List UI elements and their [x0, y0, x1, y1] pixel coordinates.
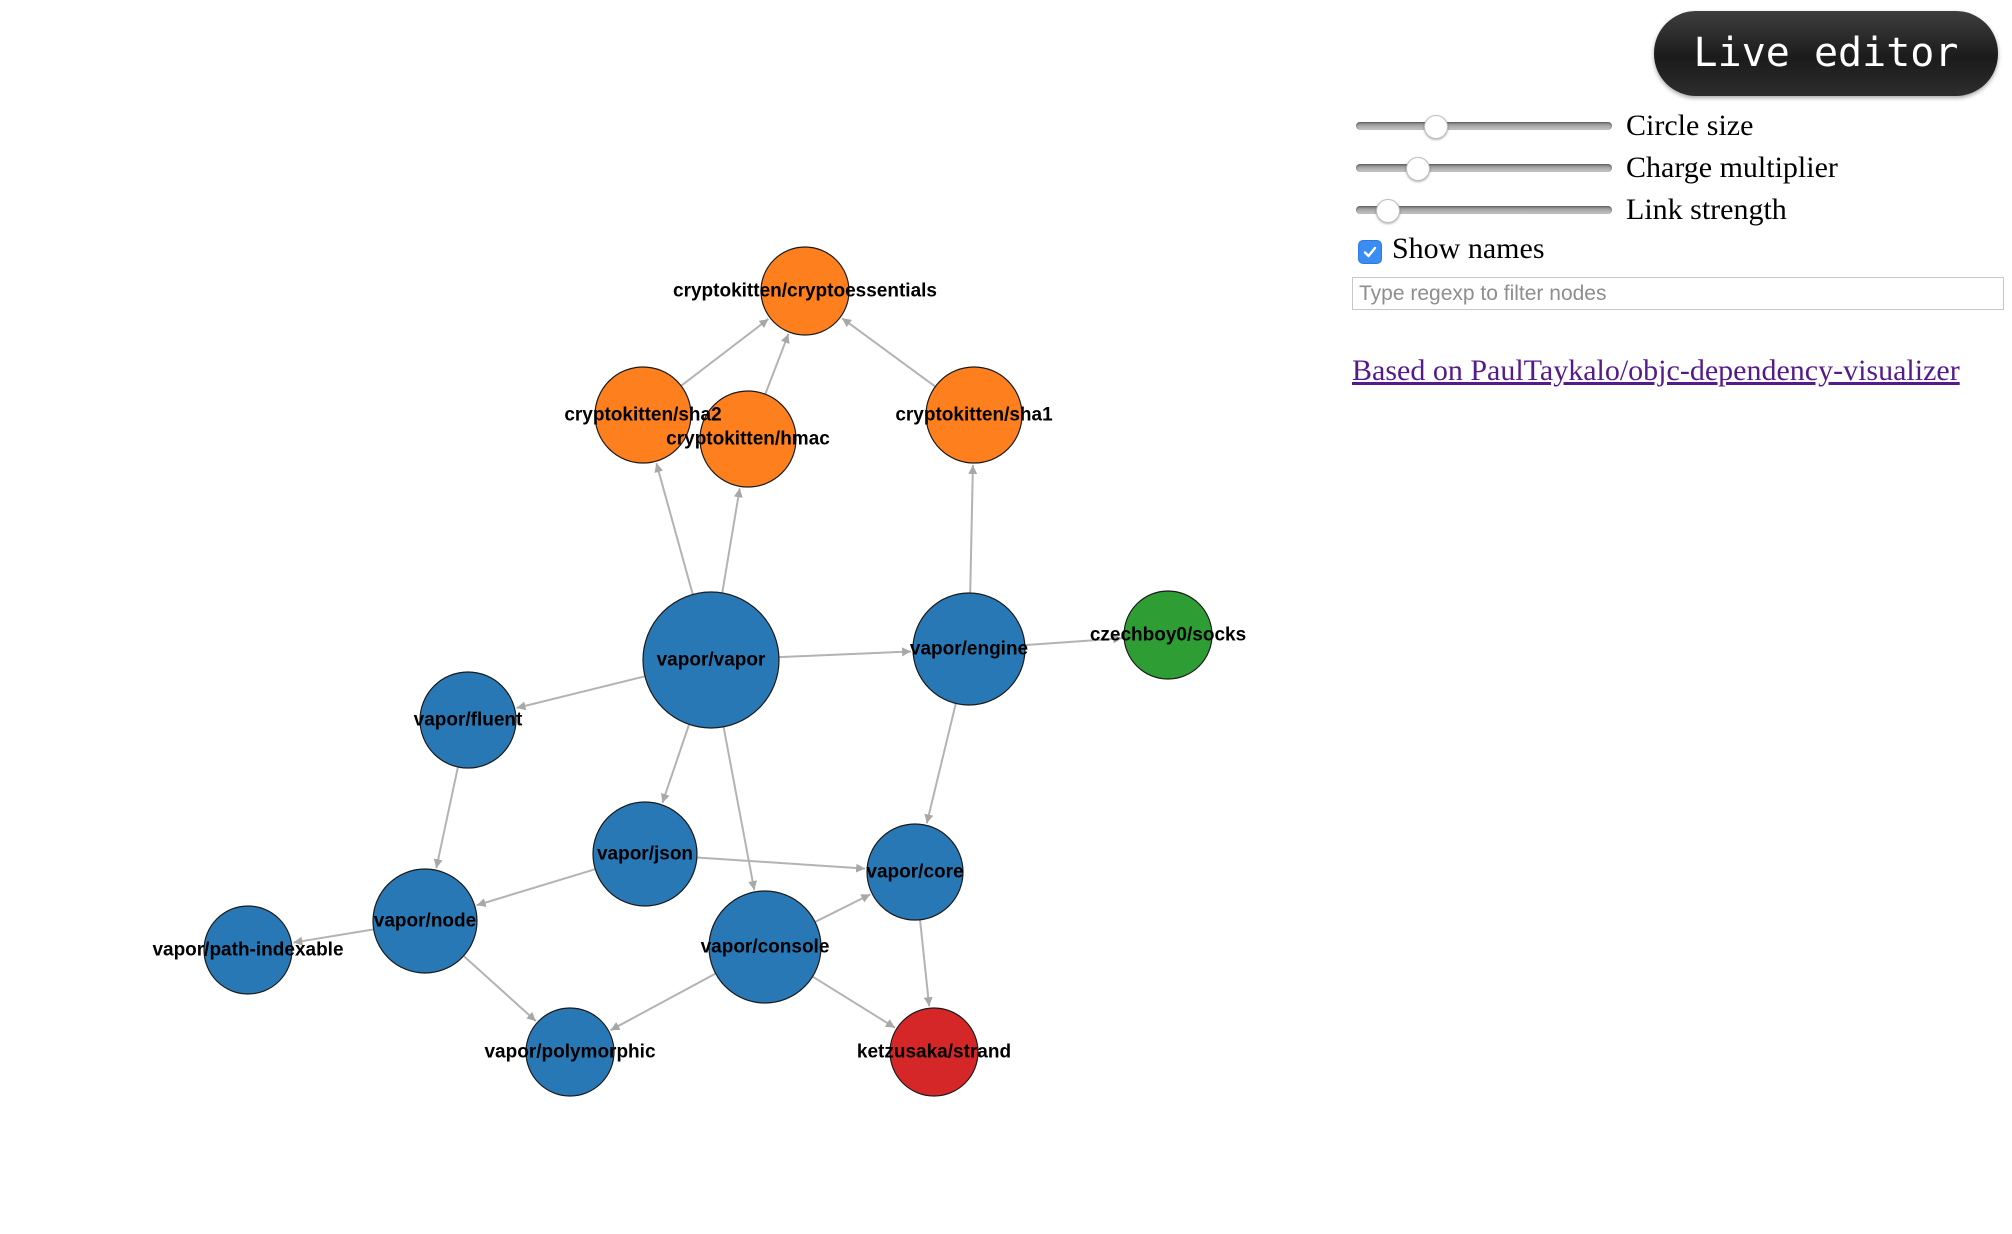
- link-vapor-vapor-to-vapor-fluent: [516, 675, 646, 711]
- node-vapor-engine[interactable]: [912, 592, 1026, 706]
- link-vapor-vapor-to-vapor-console: [722, 726, 758, 891]
- charge-multiplier-slider-thumb[interactable]: [1406, 157, 1431, 181]
- show-names-row: Show names: [1352, 232, 2012, 280]
- circle-size-slider-row: Circle size: [1352, 109, 2012, 154]
- node-cryptokitten-hmac[interactable]: [699, 390, 797, 488]
- node-label-vapor-node: vapor/node: [374, 911, 476, 932]
- node-label-vapor-engine: vapor/engine: [910, 639, 1028, 660]
- link-cryptokitten-sha2-to-cryptokitten-cryptoessentials: [680, 318, 770, 387]
- node-label-vapor-path-indexable: vapor/path-indexable: [152, 940, 343, 961]
- node-label-vapor-core: vapor/core: [866, 862, 963, 883]
- node-vapor-node[interactable]: [372, 868, 478, 974]
- link-vapor-node-to-vapor-polymorphic: [462, 955, 537, 1022]
- checkmark-icon: [1363, 246, 1377, 258]
- node-label-cryptokitten-hmac: cryptokitten/hmac: [666, 429, 830, 450]
- link-vapor-json-to-vapor-core: [696, 856, 866, 873]
- live-editor-button[interactable]: Live editor: [1654, 11, 1998, 96]
- link-vapor-vapor-to-vapor-json: [661, 724, 691, 804]
- link-cryptokitten-sha1-to-cryptokitten-cryptoessentials: [841, 317, 936, 388]
- node-vapor-fluent[interactable]: [419, 671, 517, 769]
- links-layer: [293, 317, 1123, 1032]
- link-vapor-console-to-vapor-polymorphic: [610, 972, 717, 1032]
- node-vapor-path-indexable[interactable]: [203, 905, 293, 995]
- node-label-ketzusaka-strand: ketzusaka/strand: [857, 1042, 1011, 1063]
- charge-multiplier-label: Charge multiplier: [1626, 151, 1838, 184]
- node-label-cryptokitten-cryptoessentials: cryptokitten/cryptoessentials: [673, 281, 937, 302]
- node-vapor-json[interactable]: [592, 801, 698, 907]
- show-names-checkbox[interactable]: [1358, 240, 1382, 264]
- charge-multiplier-slider-row: Charge multiplier: [1352, 151, 2012, 196]
- link-vapor-fluent-to-vapor-node: [433, 766, 459, 869]
- node-vapor-vapor[interactable]: [642, 591, 780, 729]
- controls-panel: Circle size Charge multiplier Link stren…: [1352, 109, 2012, 280]
- link-vapor-engine-to-vapor-core: [924, 703, 957, 824]
- nodes-layer: [203, 246, 1213, 1097]
- circle-size-slider[interactable]: [1356, 115, 1612, 139]
- link-vapor-node-to-vapor-path-indexable: [293, 928, 374, 946]
- link-vapor-console-to-ketzusaka-strand: [812, 975, 896, 1029]
- node-cryptokitten-cryptoessentials[interactable]: [760, 246, 850, 336]
- node-label-vapor-vapor: vapor/vapor: [657, 650, 766, 671]
- node-label-cryptokitten-sha2: cryptokitten/sha2: [564, 405, 721, 426]
- link-strength-slider[interactable]: [1356, 199, 1612, 223]
- link-cryptokitten-hmac-to-cryptokitten-cryptoessentials: [764, 333, 790, 395]
- node-label-cryptokitten-sha1: cryptokitten/sha1: [895, 405, 1053, 426]
- node-vapor-console[interactable]: [708, 890, 822, 1004]
- link-vapor-vapor-to-cryptokitten-hmac: [721, 488, 743, 594]
- link-vapor-core-to-ketzusaka-strand: [919, 919, 933, 1007]
- node-label-czechboy0-socks: czechboy0/socks: [1090, 625, 1246, 646]
- link-vapor-engine-to-cryptokitten-sha1: [968, 464, 978, 594]
- node-label-vapor-polymorphic: vapor/polymorphic: [484, 1042, 655, 1063]
- node-vapor-polymorphic[interactable]: [525, 1007, 615, 1097]
- node-czechboy0-socks[interactable]: [1123, 590, 1213, 680]
- charge-multiplier-slider[interactable]: [1356, 157, 1612, 181]
- filter-nodes-input[interactable]: [1352, 277, 2004, 310]
- link-vapor-json-to-vapor-node: [476, 868, 596, 907]
- circle-size-label: Circle size: [1626, 109, 1754, 142]
- link-strength-slider-thumb[interactable]: [1375, 199, 1400, 223]
- link-strength-slider-row: Link strength: [1352, 193, 2012, 238]
- circle-size-slider-thumb[interactable]: [1424, 115, 1449, 139]
- link-vapor-vapor-to-cryptokitten-sha2: [654, 462, 694, 595]
- link-strength-label: Link strength: [1626, 193, 1787, 226]
- show-names-label: Show names: [1392, 232, 1545, 265]
- node-vapor-core[interactable]: [866, 823, 964, 921]
- node-cryptokitten-sha1[interactable]: [925, 366, 1023, 464]
- node-label-vapor-console: vapor/console: [701, 937, 830, 958]
- link-vapor-vapor-to-vapor-engine: [778, 647, 912, 659]
- node-label-vapor-json: vapor/json: [597, 844, 693, 865]
- based-on-link[interactable]: Based on PaulTaykalo/objc-dependency-vis…: [1352, 354, 1960, 387]
- labels-layer: cryptokitten/cryptoessentials cryptokitte…: [152, 281, 1246, 1063]
- node-cryptokitten-sha2[interactable]: [594, 366, 692, 464]
- node-label-vapor-fluent: vapor/fluent: [414, 710, 523, 731]
- link-vapor-console-to-vapor-core: [814, 893, 871, 923]
- node-ketzusaka-strand[interactable]: [889, 1007, 979, 1097]
- link-vapor-engine-to-czechboy0-socks: [1024, 634, 1123, 647]
